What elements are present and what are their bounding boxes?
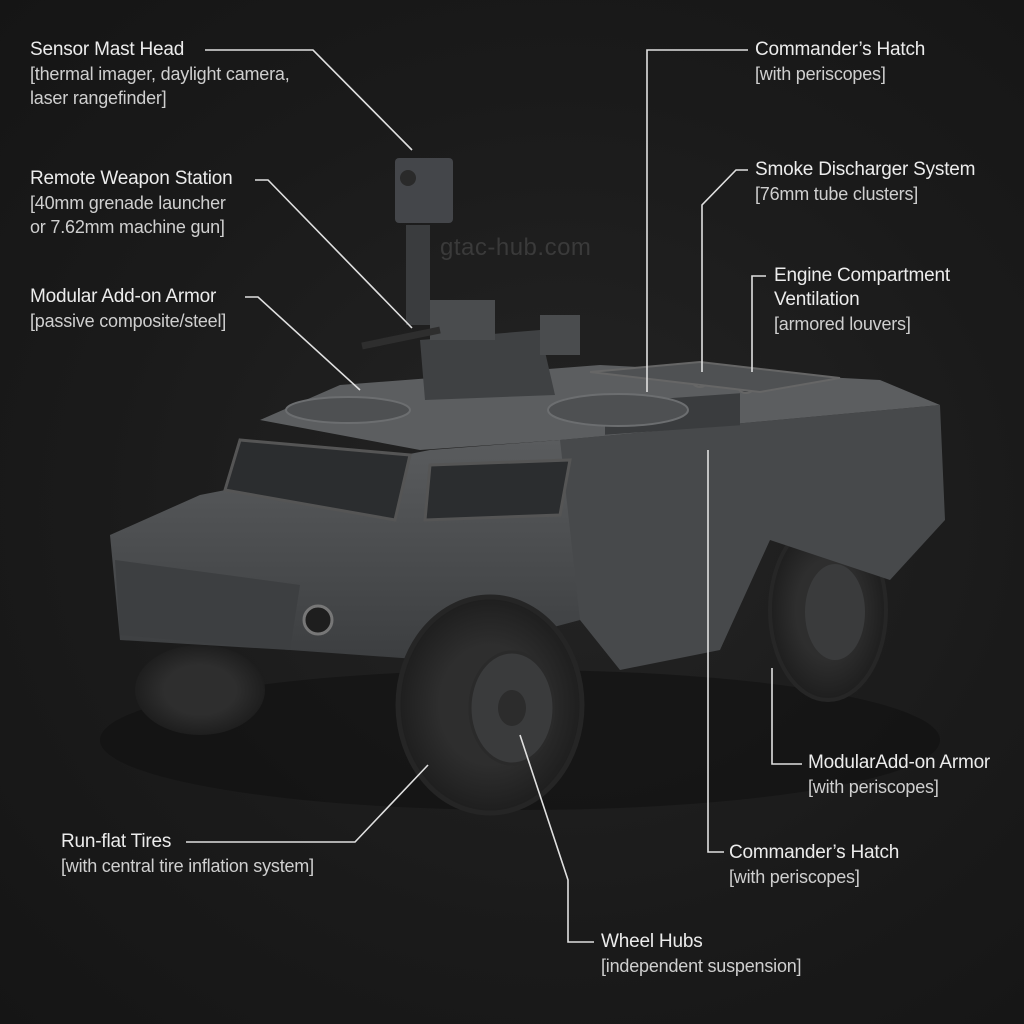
label-title: Commander’s Hatch (755, 39, 926, 60)
label-sensor-mast-head: Sensor Mast Head [thermal imager, daylig… (30, 38, 290, 110)
leader-engine (751, 275, 766, 372)
leader-sensor-mast (205, 49, 413, 151)
label-subtitle: or 7.62mm machine gun] (30, 217, 225, 237)
leader-lines (186, 49, 802, 943)
leader-armor-left (245, 296, 361, 391)
label-title: Remote Weapon Station (30, 168, 233, 189)
label-subtitle: [thermal imager, daylight camera, (30, 64, 290, 84)
label-subtitle: [armored louvers] (774, 314, 911, 334)
label-subtitle: [with central tire inflation system] (61, 856, 314, 876)
label-subtitle: [with periscopes] (729, 867, 860, 887)
label-title: Smoke Discharger System (755, 159, 976, 180)
leader-armor-right (771, 668, 802, 765)
commander-hatch (547, 393, 689, 427)
hull-side (560, 405, 945, 670)
leader-wheel-hubs (519, 734, 594, 943)
label-subtitle: [with periscopes] (755, 64, 886, 84)
label-subtitle: [40mm grenade launcher (30, 193, 226, 213)
label-modular-armor-left: Modular Add-on Armor [passive composite/… (30, 285, 226, 333)
watermark: gtac-hub.com (440, 234, 592, 261)
label-title: Run-flat Tires (61, 831, 172, 852)
front-wheel (395, 594, 585, 816)
leader-hatch-top (646, 49, 748, 392)
windshield (223, 438, 412, 522)
label-subtitle: [passive composite/steel] (30, 311, 227, 331)
label-run-flat-tires: Run-flat Tires [with central tire inflat… (61, 830, 314, 878)
label-commanders-hatch-bottom: Commander’s Hatch [with periscopes] (729, 841, 899, 889)
leader-hatch-bottom (707, 450, 724, 853)
label-title: ModularAdd-on Armor (808, 752, 991, 773)
left-front-wheel (135, 645, 265, 735)
driver-hatch (285, 396, 411, 424)
leader-rws (255, 179, 413, 329)
remote-weapon-station (361, 300, 580, 400)
label-subtitle: [independent suspension] (601, 956, 802, 976)
label-title: Sensor Mast Head (30, 39, 185, 60)
front-plate (115, 560, 300, 650)
label-subtitle: laser rangefinder] (30, 88, 167, 108)
label-subtitle: [with periscopes] (808, 777, 939, 797)
leader-smoke (701, 169, 748, 372)
sensor-mast (395, 158, 453, 325)
side-window (423, 458, 572, 522)
label-title: Engine Compartment (774, 265, 950, 286)
label-title: Wheel Hubs (601, 931, 703, 952)
label-remote-weapon-station: Remote Weapon Station [40mm grenade laun… (30, 167, 233, 239)
label-title: Commander’s Hatch (729, 842, 900, 863)
headlight (302, 604, 334, 636)
label-title: Modular Add-on Armor (30, 286, 217, 307)
label-subtitle: [76mm tube clusters] (755, 184, 919, 204)
engine-louvers (589, 360, 841, 394)
label-engine-ventilation: Engine Compartment Ventilation [armored … (774, 264, 950, 336)
label-title: Ventilation (774, 289, 860, 310)
leader-tires (186, 764, 429, 843)
label-smoke-discharger: Smoke Discharger System [76mm tube clust… (755, 158, 976, 206)
label-commanders-hatch-top: Commander’s Hatch [with periscopes] (755, 38, 925, 86)
label-modular-armor-right: ModularAdd-on Armor [with periscopes] (808, 751, 990, 799)
label-wheel-hubs: Wheel Hubs [independent suspension] (601, 930, 802, 978)
